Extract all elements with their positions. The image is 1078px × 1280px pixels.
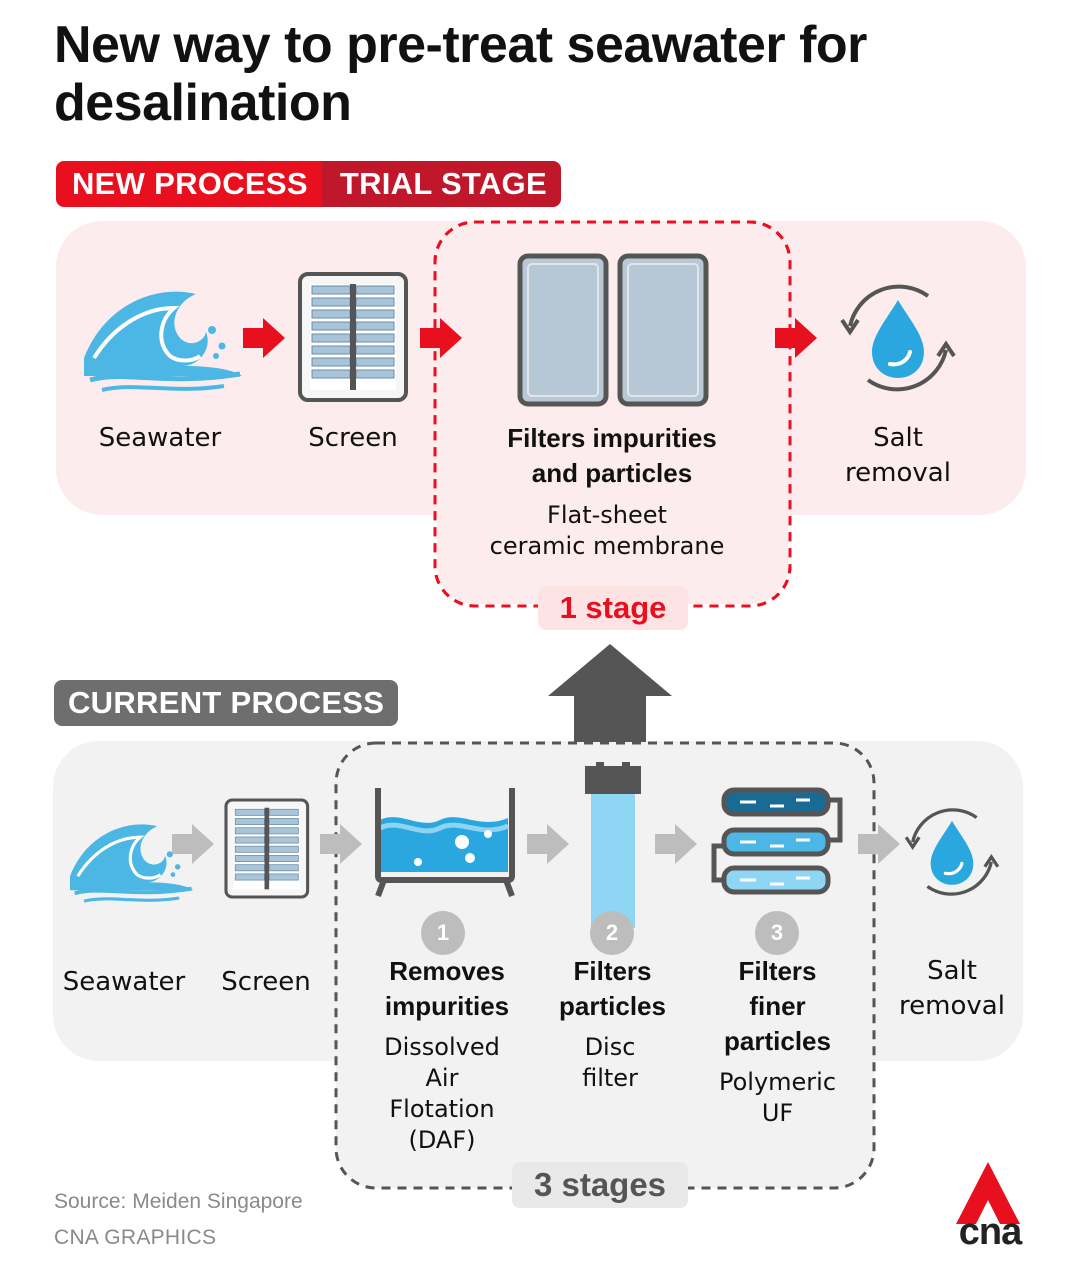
cna-logo-text: cna — [958, 1211, 1022, 1253]
step-number-badge: 3 — [755, 911, 799, 955]
water-drop-cycle-icon — [904, 808, 1000, 896]
source-note: Source: Meiden Singapore — [54, 1190, 303, 1213]
upgrade-arrow-icon — [548, 644, 672, 742]
step-label-removes: Removes — [389, 956, 505, 986]
arrow-right-icon — [420, 318, 462, 358]
daf-tank-icon — [375, 788, 515, 898]
step-sub-daf: Flotation — [389, 1095, 495, 1123]
step-label-finer-line3: particles — [724, 1026, 831, 1056]
arrow-right-icon — [655, 824, 697, 864]
polymeric-uf-icon — [711, 787, 843, 895]
arrow-right-icon — [527, 824, 569, 864]
step-label-salt-line2: removal — [899, 991, 1005, 1021]
wave-icon — [70, 824, 194, 903]
step-number-badge: 2 — [590, 911, 634, 955]
screen-icon — [224, 798, 310, 899]
current-process-tag: CURRENT PROCESS — [54, 680, 399, 726]
step-label-filters-particles-line2: particles — [559, 991, 666, 1021]
water-drop-cycle-icon — [840, 284, 956, 392]
step-label-screen: Screen — [308, 423, 398, 453]
new-stage-count: 1 stage — [538, 586, 688, 630]
trial-stage-label: TRIAL STAGE — [321, 161, 561, 207]
step-sub-daf: Dissolved — [384, 1033, 500, 1061]
step-sub-daf: Air — [425, 1064, 459, 1092]
step-sub-uf: UF — [761, 1099, 794, 1127]
arrow-right-icon — [172, 824, 214, 864]
step-label-salt: Salt — [873, 423, 923, 453]
page-title: New way to pre-treat seawater for desali… — [54, 16, 867, 132]
step-sub-disc: filter — [582, 1064, 638, 1092]
step-sub-ceramic: Flat-sheet — [547, 501, 667, 529]
step-label-seawater: Seawater — [62, 967, 186, 997]
step-label-filters: Filters impurities — [507, 423, 717, 453]
new-process-label: NEW PROCESS — [56, 161, 322, 207]
disc-filter-icon — [585, 762, 641, 928]
step-label-removes-line2: impurities — [384, 991, 510, 1021]
step-sub-disc: Disc — [584, 1033, 636, 1061]
step-label-seawater: Seawater — [98, 423, 222, 453]
step-sub-ceramic-line2: ceramic membrane — [489, 532, 725, 560]
arrow-right-icon — [243, 318, 285, 358]
step-sub-daf: (DAF) — [408, 1126, 476, 1154]
arrow-right-icon — [858, 824, 900, 864]
step-label-filters-line2: and particles — [531, 458, 693, 488]
step-sub-uf: Polymeric — [718, 1068, 837, 1096]
new-process-tag: NEW PROCESS TRIAL STAGE — [56, 161, 561, 207]
arrow-right-icon — [775, 318, 817, 358]
wave-icon — [84, 291, 242, 392]
step-label-finer-line2: finer — [749, 991, 806, 1021]
step-label-screen: Screen — [221, 967, 311, 997]
current-stage-count: 3 stages — [512, 1162, 688, 1208]
cna-logo — [956, 1162, 1020, 1224]
ceramic-membrane-icon — [517, 253, 709, 407]
step-label-filters-particles: Filters — [573, 956, 652, 986]
graphics-credit: CNA GRAPHICS — [54, 1226, 217, 1249]
step-label-salt-line2: removal — [845, 458, 951, 488]
step-number-badge: 1 — [421, 911, 465, 955]
screen-icon — [298, 272, 408, 402]
step-label-finer: Filters — [738, 956, 817, 986]
step-label-salt: Salt — [927, 956, 977, 986]
arrow-right-icon — [320, 824, 362, 864]
